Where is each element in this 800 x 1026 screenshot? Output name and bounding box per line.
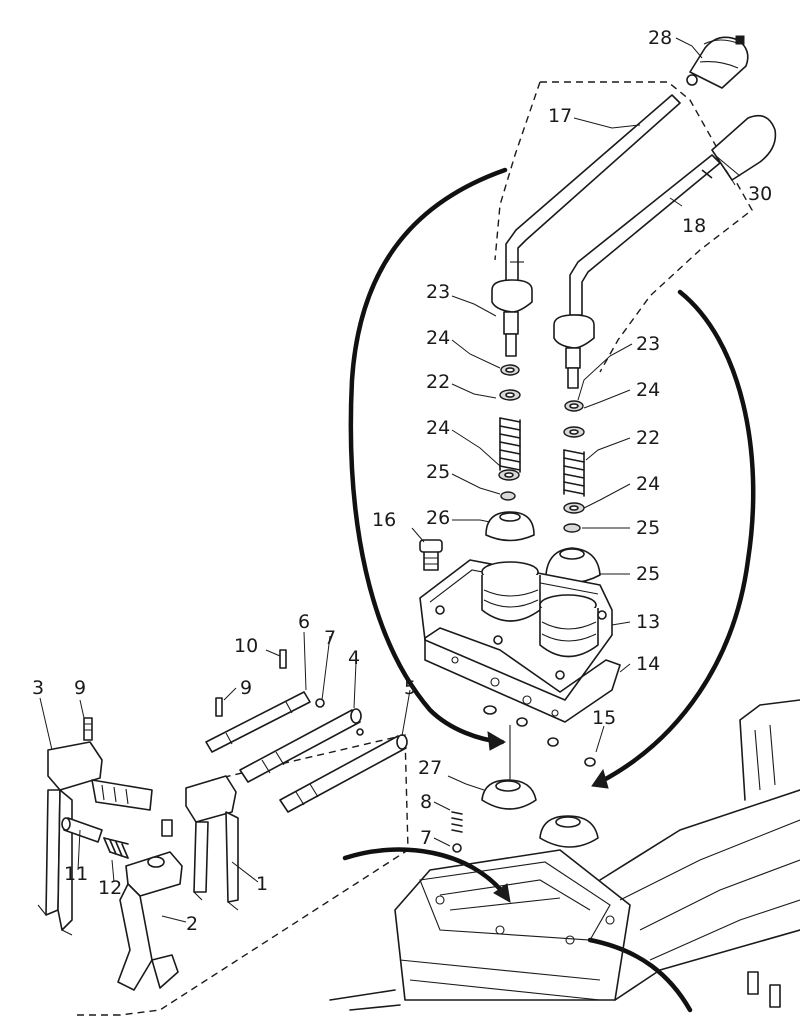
right-stack-components: [545, 400, 601, 584]
upper-lever-group-outline: [494, 81, 753, 373]
callout-4: 4: [348, 647, 360, 669]
callout-23-right: 23: [636, 333, 660, 355]
gear-lever-17: [491, 94, 681, 357]
lower-right-curved-arrow: [587, 937, 693, 1013]
callout-24-right-2: 24: [636, 473, 660, 495]
callout-22-left: 22: [426, 371, 450, 393]
handle-grip-30: [711, 114, 777, 181]
callout-26: 26: [426, 507, 450, 529]
callout-8: 8: [420, 791, 432, 813]
callout-25-left: 25: [426, 461, 450, 483]
callout-15: 15: [592, 707, 616, 729]
callout-9-upper: 9: [240, 677, 252, 699]
gear-lever-18: [553, 154, 721, 389]
detent-ball-7: [452, 843, 462, 853]
callout-11: 11: [64, 863, 88, 885]
spring-22-right: [563, 449, 585, 497]
small-pin: [161, 819, 173, 837]
callout-7-top: 7: [324, 627, 336, 649]
callout-23-left: 23: [426, 281, 450, 303]
detent-ball-7-top: [315, 698, 325, 708]
detent-spring-8: [451, 811, 463, 833]
callout-1: 1: [256, 873, 268, 895]
selector-shaft-6: [205, 691, 311, 753]
right-arrowhead: [591, 768, 609, 789]
pin-9-left: [83, 717, 93, 741]
callout-2: 2: [186, 913, 198, 935]
pin-9-upper: [215, 697, 223, 717]
pin-10: [279, 649, 287, 669]
callout-16: 16: [372, 509, 396, 531]
callout-13: 13: [636, 611, 660, 633]
callout-5: 5: [404, 677, 416, 699]
callout-12: 12: [98, 877, 122, 899]
cover-plate-13: [419, 559, 613, 701]
spring-22-left: [499, 417, 521, 473]
callout-27: 27: [418, 757, 442, 779]
callout-14: 14: [636, 653, 660, 675]
selector-shaft-5: [279, 734, 408, 813]
callout-labels: 28 17 30 18 23 24 23 22 24 24 22 25 24 1…: [32, 27, 772, 935]
shaft-11: [61, 817, 103, 843]
callout-24-left-1: 24: [426, 327, 450, 349]
callout-25-right-2: 25: [636, 563, 660, 585]
bottom-curved-arrow: [342, 847, 508, 898]
left-stack-components: [485, 364, 535, 542]
callout-3: 3: [32, 677, 44, 699]
callout-18: 18: [682, 215, 706, 237]
selector-shaft-4: [239, 708, 362, 783]
bottom-arrowhead: [493, 883, 511, 903]
callout-28: 28: [648, 27, 672, 49]
callout-24-right-1: 24: [636, 379, 660, 401]
callout-7-bottom: 7: [420, 827, 432, 849]
left-arrowhead: [487, 731, 507, 751]
gear-knob-28: [686, 35, 749, 89]
gasket-14: [424, 627, 621, 723]
right-curved-assembly-arrow: [597, 289, 756, 785]
selector-fork-1: [185, 775, 239, 911]
callout-24-left-2: 24: [426, 417, 450, 439]
leader-lines: [39, 37, 736, 923]
rubber-boot-26: [485, 511, 535, 542]
left-curved-assembly-arrow: [348, 167, 508, 745]
gearbox-housing: [329, 699, 800, 1011]
boot-27: [481, 779, 599, 848]
callout-30: 30: [748, 183, 772, 205]
bolt-16: [419, 539, 443, 571]
callout-9-left: 9: [74, 677, 86, 699]
small-ball: [356, 728, 364, 736]
callout-25-right-1: 25: [636, 517, 660, 539]
callout-10: 10: [234, 635, 258, 657]
selector-fork-2: [117, 851, 183, 991]
callout-17: 17: [548, 105, 572, 127]
callout-6: 6: [298, 611, 310, 633]
callout-22-right: 22: [636, 427, 660, 449]
locating-pins-15: [483, 705, 596, 780]
spring-12: [103, 837, 129, 859]
